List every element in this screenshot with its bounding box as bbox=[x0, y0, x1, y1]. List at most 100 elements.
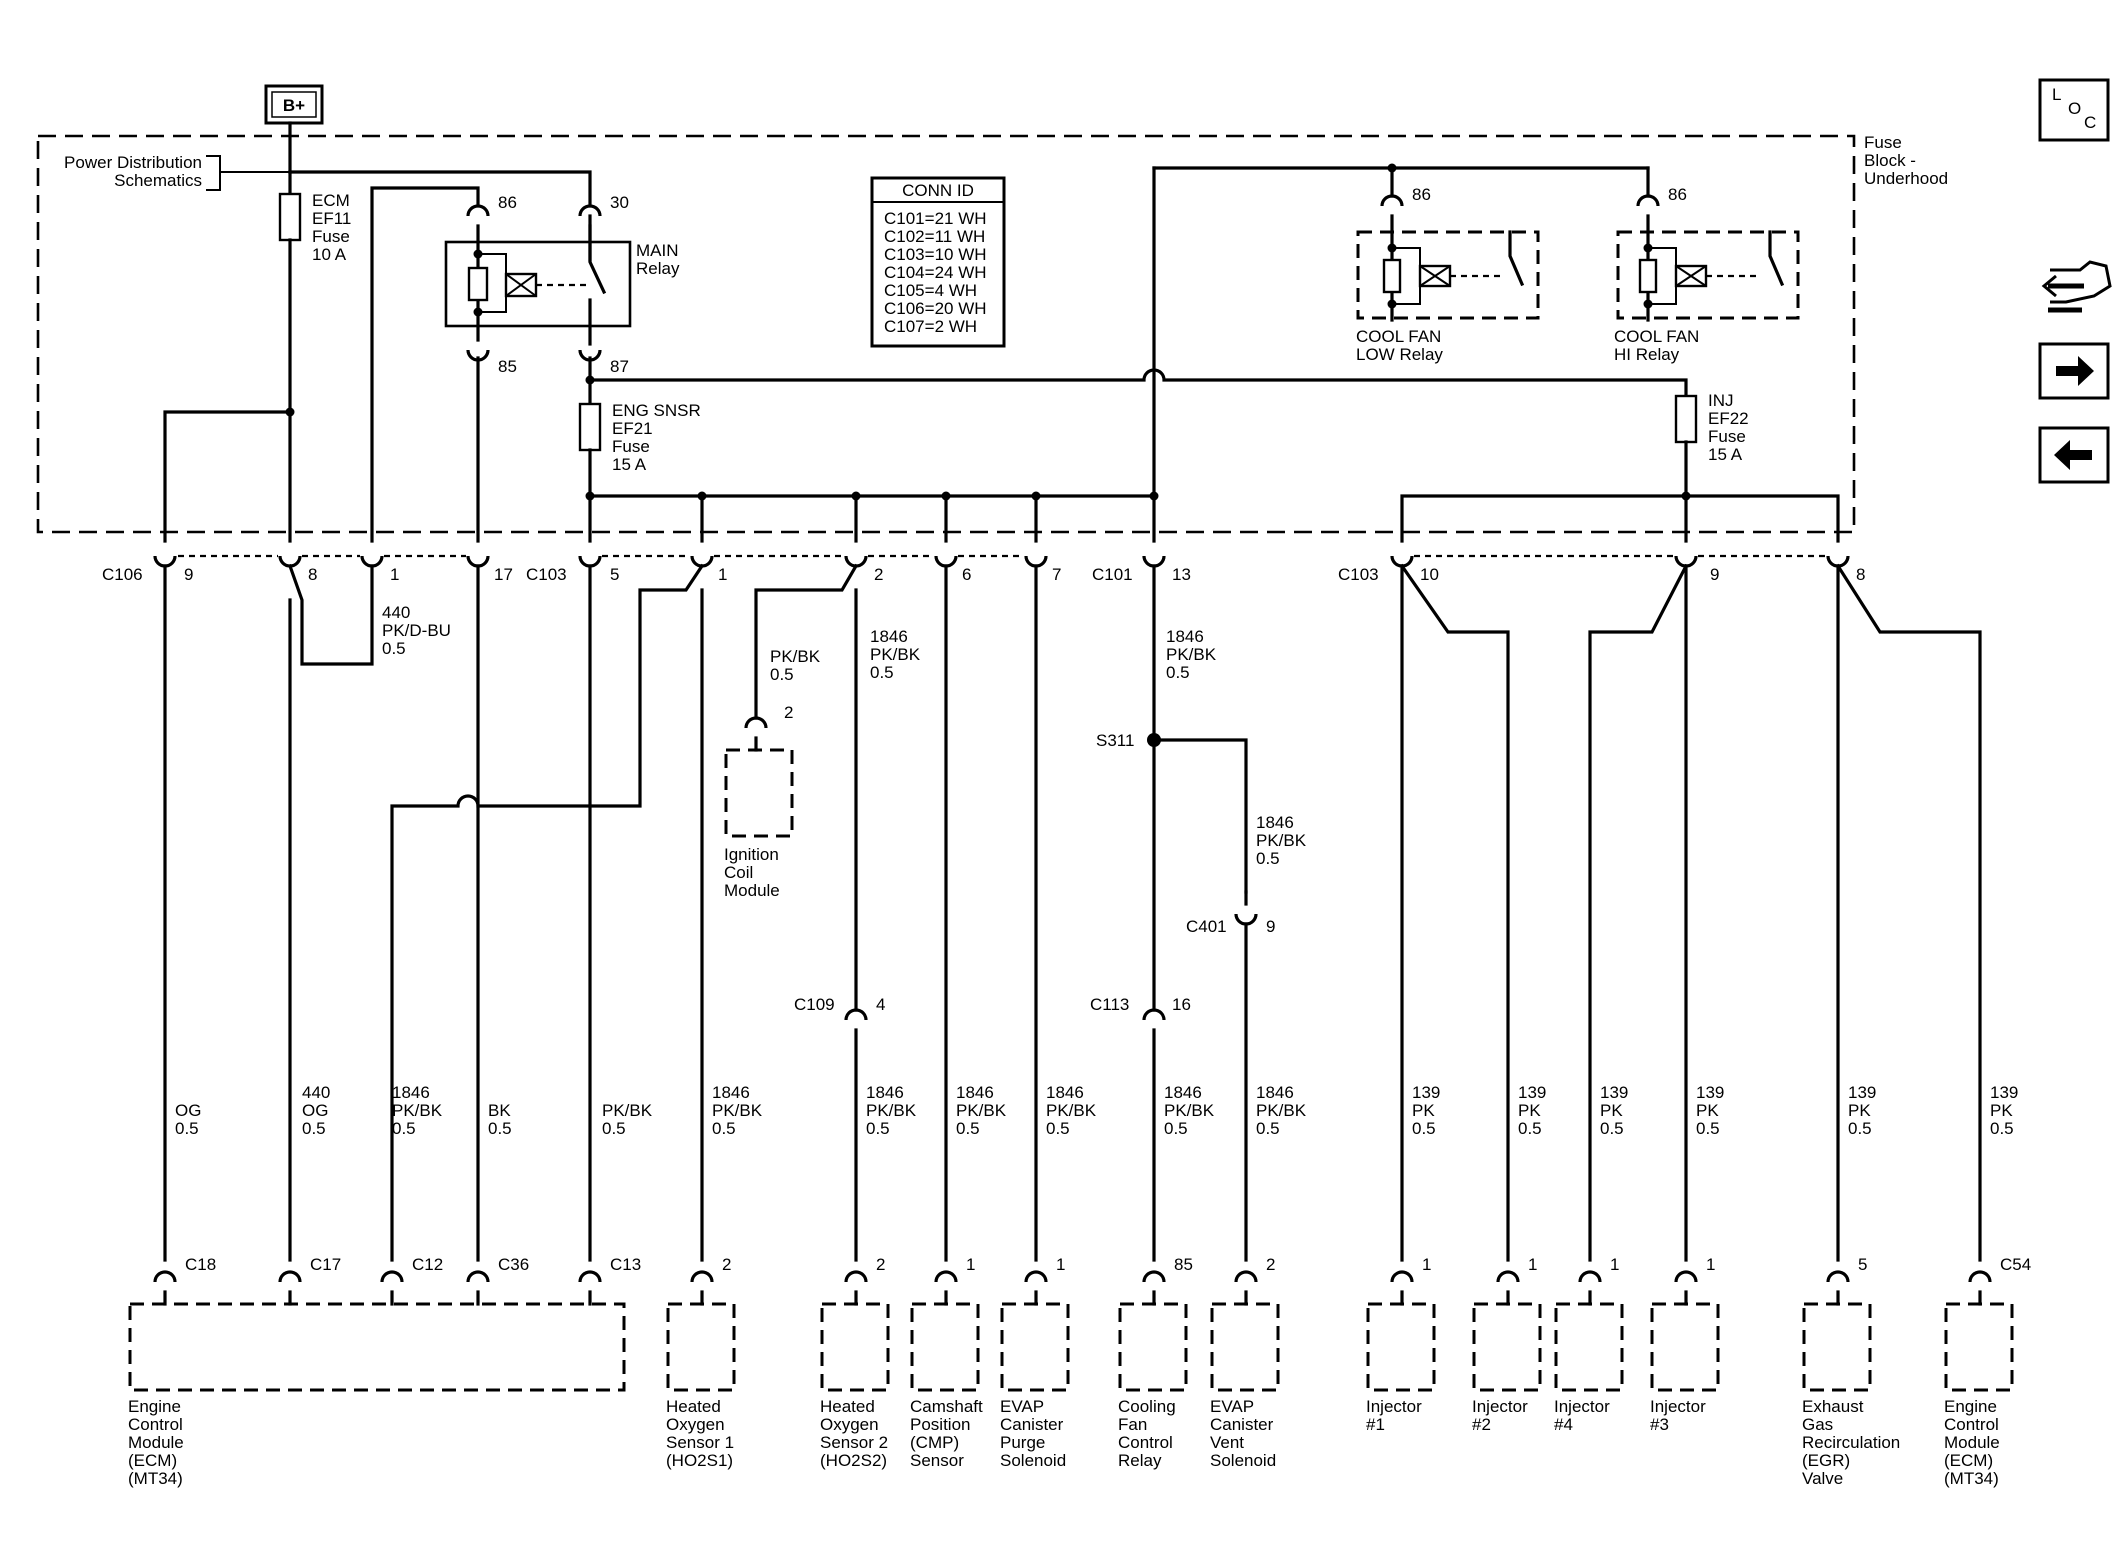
svg-text:S311: S311 bbox=[1096, 731, 1134, 750]
bottom-pin-label: 1 bbox=[1528, 1255, 1537, 1274]
svg-text:Camshaft: Camshaft bbox=[910, 1397, 983, 1416]
bottom-pin-label: 1 bbox=[1056, 1255, 1065, 1274]
wire-label-line: PK bbox=[1848, 1101, 1871, 1120]
wire-label-line: PK/BK bbox=[392, 1101, 443, 1120]
svg-text:C101: C101 bbox=[1092, 565, 1133, 584]
svg-text:#4: #4 bbox=[1554, 1415, 1573, 1434]
svg-text:(MT34): (MT34) bbox=[128, 1469, 183, 1488]
wire-label-line: 1846 bbox=[392, 1083, 430, 1102]
svg-text:Fuse: Fuse bbox=[1864, 133, 1902, 152]
svg-text:Module: Module bbox=[128, 1433, 184, 1452]
wire-label-line: 1846 bbox=[712, 1083, 750, 1102]
svg-text:C103=10 WH: C103=10 WH bbox=[884, 245, 987, 264]
wire-label-line: PK bbox=[1990, 1101, 2013, 1120]
inj-fuse-icon bbox=[1674, 394, 1698, 444]
svg-text:Sensor 2: Sensor 2 bbox=[820, 1433, 888, 1452]
power-distribution-reference[interactable]: Power Distribution Schematics bbox=[44, 152, 290, 192]
svg-text:PK/BK: PK/BK bbox=[1166, 645, 1217, 664]
svg-text:Ignition: Ignition bbox=[724, 845, 779, 864]
svg-text:#2: #2 bbox=[1472, 1415, 1491, 1434]
wire-label-line: PK/BK bbox=[712, 1101, 763, 1120]
ignition-coil-module bbox=[724, 748, 794, 838]
svg-text:5: 5 bbox=[610, 565, 619, 584]
loc-button[interactable]: L O C bbox=[2038, 78, 2110, 142]
bottom-pin-label: C12 bbox=[412, 1255, 443, 1274]
svg-text:8: 8 bbox=[1856, 565, 1865, 584]
svg-text:Vent: Vent bbox=[1210, 1433, 1244, 1452]
svg-text:9: 9 bbox=[1266, 917, 1275, 936]
wire-label-line: PK bbox=[1518, 1101, 1541, 1120]
svg-text:Underhood: Underhood bbox=[1864, 169, 1948, 188]
svg-text:1: 1 bbox=[390, 565, 399, 584]
svg-text:C107=2 WH: C107=2 WH bbox=[884, 317, 977, 336]
svg-text:85: 85 bbox=[498, 357, 517, 376]
c109-connector: C109 4 bbox=[794, 995, 885, 1021]
svg-text:COOL FAN: COOL FAN bbox=[1614, 327, 1699, 346]
bottom-pin-label: C13 bbox=[610, 1255, 641, 1274]
svg-text:(CMP): (CMP) bbox=[910, 1433, 959, 1452]
svg-text:(ECM): (ECM) bbox=[128, 1451, 177, 1470]
svg-text:9: 9 bbox=[1710, 565, 1719, 584]
svg-text:Engine: Engine bbox=[128, 1397, 181, 1416]
wire-label-line: 0.5 bbox=[956, 1119, 980, 1138]
svg-text:Sensor: Sensor bbox=[910, 1451, 964, 1470]
arrow-left-button[interactable] bbox=[2038, 426, 2110, 484]
wiring-harness-icon[interactable] bbox=[2041, 260, 2112, 313]
svg-text:C101=21 WH: C101=21 WH bbox=[884, 209, 987, 228]
bottom-pin-label: 1 bbox=[1706, 1255, 1715, 1274]
wire-label-line: 0.5 bbox=[1046, 1119, 1070, 1138]
wire-label-line: 1846 bbox=[1046, 1083, 1084, 1102]
wire-label-line: 139 bbox=[1600, 1083, 1628, 1102]
svg-text:Purge: Purge bbox=[1000, 1433, 1045, 1452]
svg-text:1: 1 bbox=[718, 565, 727, 584]
svg-text:#3: #3 bbox=[1650, 1415, 1669, 1434]
ignition-coil-label: Ignition Coil Module bbox=[724, 845, 780, 900]
upper-connector-row: C106 9 8 1 17 C103 5 1 2 6 7 C101 13 C10… bbox=[102, 554, 1865, 584]
svg-text:#1: #1 bbox=[1366, 1415, 1385, 1434]
wire-label-line: PK/BK bbox=[1164, 1101, 1215, 1120]
battery-source: B+ bbox=[264, 84, 324, 125]
svg-text:Position: Position bbox=[910, 1415, 970, 1434]
svg-text:Engine: Engine bbox=[1944, 1397, 1997, 1416]
svg-text:87: 87 bbox=[610, 357, 629, 376]
arrow-right-button[interactable] bbox=[2038, 342, 2110, 400]
svg-text:Relay: Relay bbox=[1118, 1451, 1162, 1470]
c113-connector: C113 16 bbox=[1090, 995, 1191, 1021]
svg-text:2: 2 bbox=[874, 565, 883, 584]
svg-text:O: O bbox=[2068, 99, 2081, 118]
svg-text:C105=4 WH: C105=4 WH bbox=[884, 281, 977, 300]
wire-440-label: 440 PK/D-BU 0.5 bbox=[382, 603, 451, 658]
wire-label-line: 0.5 bbox=[1696, 1119, 1720, 1138]
svg-text:Oxygen: Oxygen bbox=[820, 1415, 879, 1434]
svg-text:7: 7 bbox=[1052, 565, 1061, 584]
battery-label: B+ bbox=[283, 96, 305, 115]
wire-label-line: 0.5 bbox=[1990, 1119, 2014, 1138]
wire-label-line: 1846 bbox=[956, 1083, 994, 1102]
svg-text:CONN ID: CONN ID bbox=[902, 181, 974, 200]
svg-text:1846: 1846 bbox=[1256, 813, 1294, 832]
svg-text:0.5: 0.5 bbox=[1166, 663, 1190, 682]
wire-s311-label: 1846 PK/BK 0.5 bbox=[1256, 813, 1307, 868]
svg-text:ENG SNSR: ENG SNSR bbox=[612, 401, 701, 420]
wire-label-line: PK bbox=[1600, 1101, 1623, 1120]
wire-label-line: 139 bbox=[1518, 1083, 1546, 1102]
wire-label-line: 1846 bbox=[1164, 1083, 1202, 1102]
wire-label-line: BK bbox=[488, 1101, 511, 1120]
svg-text:(ECM): (ECM) bbox=[1944, 1451, 1993, 1470]
wire-label-line: 0.5 bbox=[1164, 1119, 1188, 1138]
svg-text:C401: C401 bbox=[1186, 917, 1227, 936]
svg-text:Injector: Injector bbox=[1366, 1397, 1422, 1416]
wire-label-line: 1846 bbox=[866, 1083, 904, 1102]
svg-text:15 A: 15 A bbox=[612, 455, 647, 474]
arrow-right-icon bbox=[2056, 356, 2094, 386]
wire-label-line: PK bbox=[1696, 1101, 1719, 1120]
bottom-pin-label: 2 bbox=[722, 1255, 731, 1274]
svg-text:9: 9 bbox=[184, 565, 193, 584]
svg-text:(EGR): (EGR) bbox=[1802, 1451, 1850, 1470]
wire-label-line: 139 bbox=[1848, 1083, 1876, 1102]
